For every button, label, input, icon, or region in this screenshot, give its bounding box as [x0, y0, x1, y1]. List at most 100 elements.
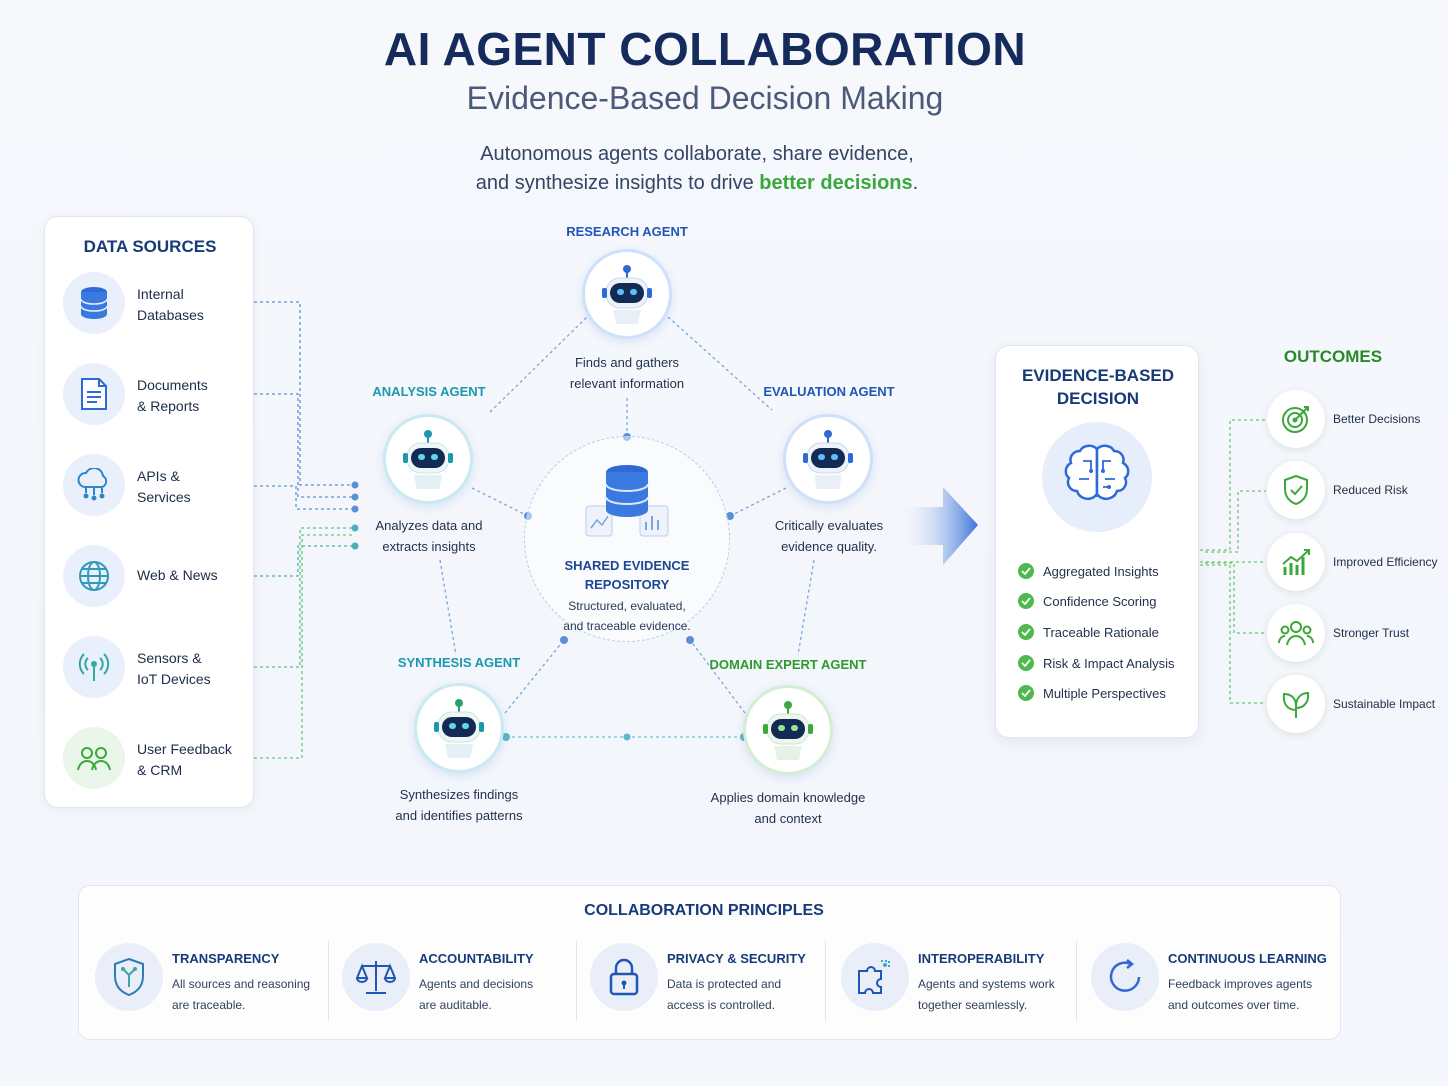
principle-continuous-learning: CONTINUOUS LEARNING Feedback improves ag… — [1075, 941, 1327, 1021]
repository-desc: Structured, evaluated, and traceable evi… — [563, 599, 691, 633]
principle-title: PRIVACY & SECURITY — [667, 951, 806, 966]
principle-desc: All sources and reasoning are traceable. — [172, 977, 311, 1012]
document-icon — [63, 363, 125, 425]
principle-desc: Agents and systems work together seamles… — [918, 977, 1055, 1012]
robot-icon — [403, 430, 453, 489]
source-label: User Feedback & CRM — [137, 741, 232, 778]
source-apis-services[interactable]: APIs & Services — [61, 454, 251, 520]
lock-icon — [590, 943, 658, 1011]
robot-icon — [434, 699, 484, 758]
growth-chart-icon — [1267, 533, 1325, 591]
source-documents-reports[interactable]: Documents & Reports — [61, 363, 251, 429]
tagline-line-1: Autonomous agents collaborate, share evi… — [480, 143, 914, 165]
check-icon — [1018, 655, 1034, 671]
principle-accountability: ACCOUNTABILITY Agents and decisions are … — [326, 941, 574, 1021]
domain-agent-desc: Applies domain knowledge and context — [710, 790, 866, 826]
source-label: Documents & Reports — [137, 377, 208, 414]
people-icon — [1267, 604, 1325, 662]
principle-title: TRANSPARENCY — [172, 951, 280, 966]
decision-item: Traceable Rationale — [1018, 621, 1198, 643]
collaboration-principles-panel: COLLABORATION PRINCIPLES TRANSPARENCY Al… — [78, 885, 1341, 1040]
outcomes-title: OUTCOMES — [1283, 347, 1383, 366]
domain-agent-title: DOMAIN EXPERT AGENT — [709, 657, 867, 672]
source-label: APIs & Services — [137, 468, 191, 505]
synthesis-agent-desc: Synthesizes findings and identifies patt… — [395, 787, 523, 823]
principle-desc: Agents and decisions are auditable. — [419, 977, 534, 1012]
sensor-icon — [63, 636, 125, 698]
principles-title: COLLABORATION PRINCIPLES — [584, 902, 824, 919]
check-icon — [1018, 624, 1034, 640]
principle-title: ACCOUNTABILITY — [419, 951, 534, 966]
repository-title: SHARED EVIDENCE REPOSITORY — [564, 558, 690, 592]
database-icon — [63, 272, 125, 334]
outcome-label: Better Decisions — [1333, 412, 1421, 426]
data-sources-panel: DATA SOURCES Internal Databases Document… — [44, 216, 254, 808]
outcome-label: Reduced Risk — [1333, 483, 1408, 497]
decision-item: Confidence Scoring — [1018, 590, 1198, 612]
check-icon — [1018, 563, 1034, 579]
principle-divider — [576, 941, 577, 1021]
research-agent-desc: Finds and gathers relevant information — [569, 355, 685, 391]
outcome-label: Stronger Trust — [1333, 626, 1410, 640]
evaluation-agent-desc: Critically evaluates evidence quality. — [774, 518, 884, 554]
research-agent-title: RESEARCH AGENT — [566, 224, 688, 239]
principle-title: CONTINUOUS LEARNING — [1168, 951, 1327, 966]
tagline-highlight: better decisions — [759, 172, 913, 194]
robot-icon — [602, 265, 652, 324]
outcome-label: Improved Efficiency — [1333, 555, 1438, 569]
tagline-period: . — [912, 172, 919, 194]
decision-item: Multiple Perspectives — [1018, 682, 1198, 704]
tagline: Autonomous agents collaborate, share evi… — [0, 140, 1394, 198]
domain-agent-avatar[interactable] — [743, 685, 833, 775]
principle-privacy-security: PRIVACY & SECURITY Data is protected and… — [574, 941, 822, 1021]
scales-icon — [342, 943, 410, 1011]
principle-interoperability: INTEROPERABILITY Agents and systems work… — [825, 941, 1073, 1021]
source-label: Sensors & IoT Devices — [137, 650, 211, 687]
data-sources-title: DATA SOURCES — [83, 237, 217, 256]
source-user-feedback-crm[interactable]: User Feedback & CRM — [61, 727, 251, 793]
source-sensors-iot[interactable]: Sensors & IoT Devices — [61, 636, 251, 702]
shield-check-icon — [1267, 461, 1325, 519]
source-web-news[interactable]: Web & News — [61, 545, 251, 611]
outcome-label: Sustainable Impact — [1333, 697, 1436, 711]
brain-icon — [1042, 422, 1152, 532]
synthesis-agent-title: SYNTHESIS AGENT — [397, 655, 521, 670]
source-internal-databases[interactable]: Internal Databases — [61, 272, 251, 338]
analysis-agent-title: ANALYSIS AGENT — [372, 384, 486, 399]
page-subtitle: Evidence-Based Decision Making — [466, 80, 944, 116]
principle-transparency: TRANSPARENCY All sources and reasoning a… — [79, 941, 327, 1021]
source-label: Internal Databases — [137, 286, 204, 323]
puzzle-icon — [841, 943, 909, 1011]
analysis-agent-avatar[interactable] — [383, 414, 473, 504]
tagline-line-2: and synthesize insights to drive — [475, 172, 760, 194]
research-agent-avatar[interactable] — [582, 249, 672, 339]
shield-network-icon — [95, 943, 163, 1011]
decision-item: Aggregated Insights — [1018, 560, 1198, 582]
users-icon — [63, 727, 125, 789]
principle-divider — [825, 941, 826, 1021]
robot-icon — [763, 701, 813, 760]
check-icon — [1018, 593, 1034, 609]
principle-divider — [1076, 941, 1077, 1021]
evidence-based-decision-panel: EVIDENCE-BASED DECISION Aggregated Insig… — [995, 345, 1199, 738]
evaluation-agent-title: EVALUATION AGENT — [763, 384, 895, 399]
decision-item: Risk & Impact Analysis — [1018, 652, 1198, 674]
decision-title: EVIDENCE-BASED DECISION — [1021, 366, 1175, 408]
page-title: AI AGENT COLLABORATION — [383, 23, 1027, 75]
robot-icon — [803, 430, 853, 489]
source-label: Web & News — [137, 567, 218, 583]
cloud-network-icon — [63, 454, 125, 516]
principle-desc: Feedback improves agents and outcomes ov… — [1168, 977, 1313, 1012]
principle-title: INTEROPERABILITY — [918, 951, 1045, 966]
leaf-icon — [1267, 675, 1325, 733]
synthesis-agent-avatar[interactable] — [414, 683, 504, 773]
analysis-agent-desc: Analyzes data and extracts insights — [375, 518, 483, 554]
evaluation-agent-avatar[interactable] — [783, 414, 873, 504]
check-icon — [1018, 685, 1034, 701]
principle-desc: Data is protected and access is controll… — [667, 977, 782, 1012]
cycle-icon — [1091, 943, 1159, 1011]
principle-divider — [328, 941, 329, 1021]
globe-icon — [63, 545, 125, 607]
target-icon — [1267, 390, 1325, 448]
repository-database-icon — [584, 464, 674, 551]
